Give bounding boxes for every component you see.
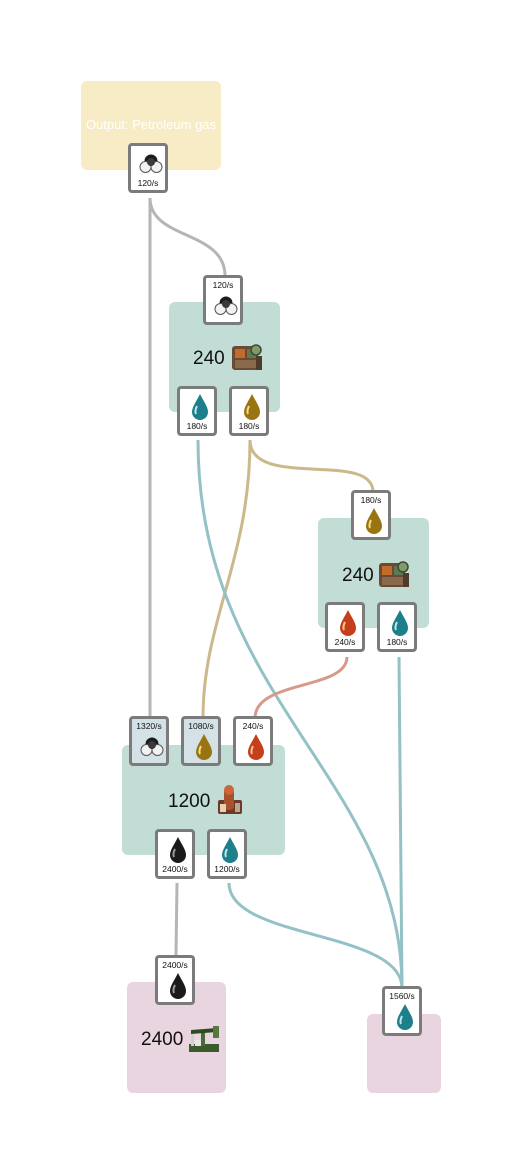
petroleum-gas-icon [140,737,164,756]
gas-cracking-output-heavy-oil[interactable]: 180/s [229,386,269,436]
refinery-output-crude-oil[interactable]: 2400/s [155,829,195,879]
heavy-oil-drop-icon [196,734,212,760]
output-title: Output: Petroleum gas [85,117,217,132]
edge-refinery-water-to-sink [227,882,404,989]
water-drop-icon [222,837,238,863]
chemical-plant-icon [232,344,262,370]
pumpjack-icon [189,1026,219,1052]
refinery-input-heavy-oil[interactable]: 1080/s [181,716,221,766]
edge-heavy-cracking-water-to-sink [397,656,404,989]
port-rate: 120/s [212,280,234,290]
light-oil-drop-icon [340,610,356,636]
edge-gas-output-to-gas-cracking [148,197,227,277]
petroleum-gas-icon [214,296,238,315]
node-count: 240 [342,565,374,586]
heavy-oil-drop-icon [244,394,260,420]
edge-gas-cracking-heavy-to-refinery [201,439,252,719]
refinery-input-light-oil[interactable]: 240/s [233,716,273,766]
edge-gas-cracking-heavy-to-heavy-cracking [248,439,375,493]
pumpjack-input-crude-oil[interactable]: 2400/s [155,955,195,1005]
gas-cracking-output-water[interactable]: 180/s [177,386,217,436]
port-rate: 2400/s [162,960,188,970]
port-rate: 1320/s [136,721,162,731]
port-rate: 180/s [360,495,382,505]
light-oil-drop-icon [248,734,264,760]
water-sink-input-water[interactable]: 1560/s [382,986,422,1036]
port-rate: 2400/s [162,864,188,874]
heavy-cracking-output-light-oil[interactable]: 240/s [325,602,365,652]
chemical-plant-icon [379,561,409,587]
crude-oil-drop-icon [170,973,186,999]
water-drop-icon [392,610,408,636]
port-rate: 240/s [334,637,356,647]
output-port-petroleum-gas[interactable]: 120/s [128,143,168,193]
node-count: 1200 [168,791,211,812]
gas-cracking-input-petroleum-gas[interactable]: 120/s [203,275,243,325]
port-rate: 1560/s [389,991,415,1001]
port-rate: 180/s [186,421,208,431]
port-rate: 120/s [137,178,159,188]
edge-gas-cracking-water-to-sink [196,439,404,989]
node-count: 240 [193,348,225,369]
port-rate: 1200/s [214,864,240,874]
water-drop-icon [192,394,208,420]
heavy-oil-drop-icon [366,508,382,534]
port-rate: 180/s [386,637,408,647]
edge-heavy-cracking-light-to-refinery [253,656,349,719]
crude-oil-drop-icon [170,837,186,863]
refinery-input-petroleum-gas[interactable]: 1320/s [129,716,169,766]
oil-refinery-icon [218,785,242,814]
edge-refinery-crude-to-pumpjack [174,882,179,957]
refinery-output-water[interactable]: 1200/s [207,829,247,879]
heavy-cracking-output-water[interactable]: 180/s [377,602,417,652]
port-rate: 180/s [238,421,260,431]
node-count: 2400 [141,1029,184,1050]
water-drop-icon [397,1004,413,1030]
port-rate: 1080/s [188,721,214,731]
port-rate: 240/s [242,721,264,731]
heavy-cracking-input-heavy-oil[interactable]: 180/s [351,490,391,540]
petroleum-gas-icon [139,154,163,173]
